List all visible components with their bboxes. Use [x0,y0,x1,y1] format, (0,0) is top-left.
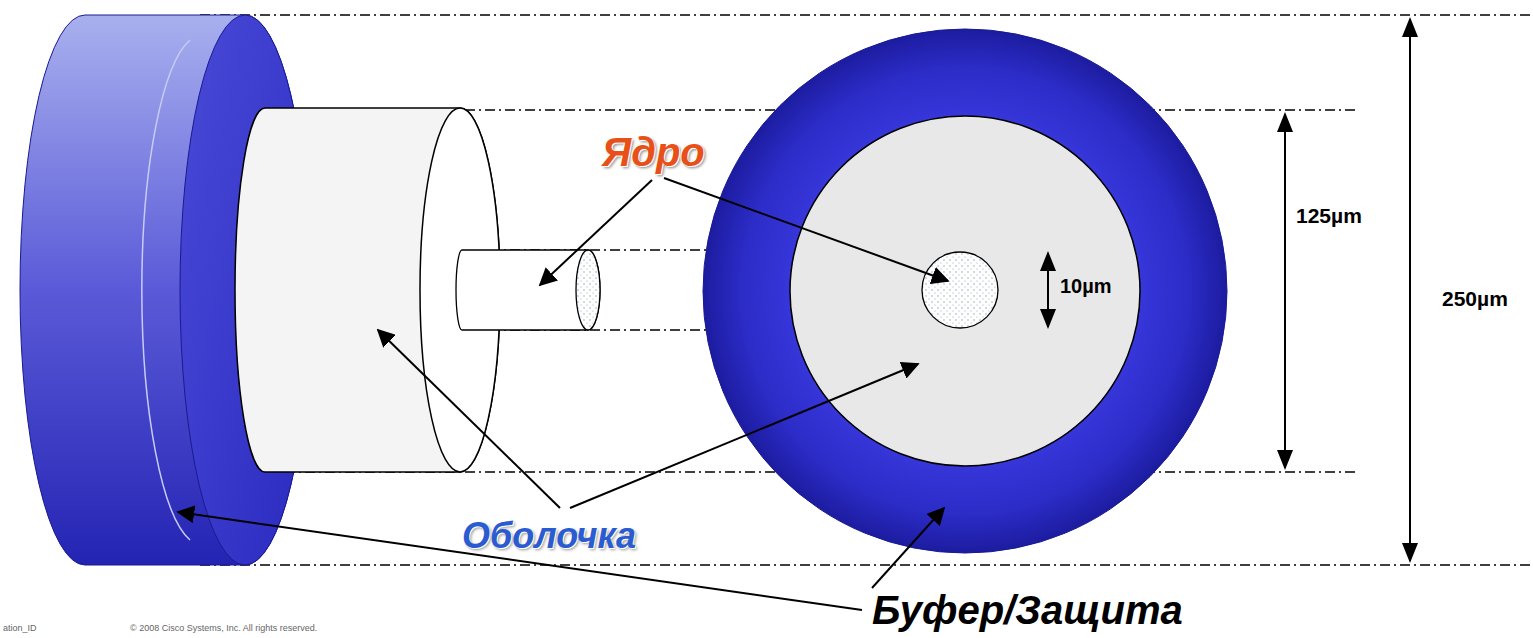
dimension-label: 250µm [1442,288,1508,309]
dimension-label: 125µm [1296,205,1362,226]
fiber-cross-section [703,29,1227,553]
core-cylinder [456,250,600,330]
leader-lines [178,178,948,610]
buffer-label: Буфер/Защита [872,590,1183,630]
dimension-label: 10µm [1060,276,1112,296]
dimension-arrows [1048,19,1410,561]
extension-lines [200,15,1533,565]
core-label: Ядро [602,132,705,172]
cladding-label: Оболочка [462,518,636,554]
footer-id: ation_ID [3,624,37,633]
copyright-note: © 2008 Cisco Systems, Inc. All rights re… [130,624,317,633]
